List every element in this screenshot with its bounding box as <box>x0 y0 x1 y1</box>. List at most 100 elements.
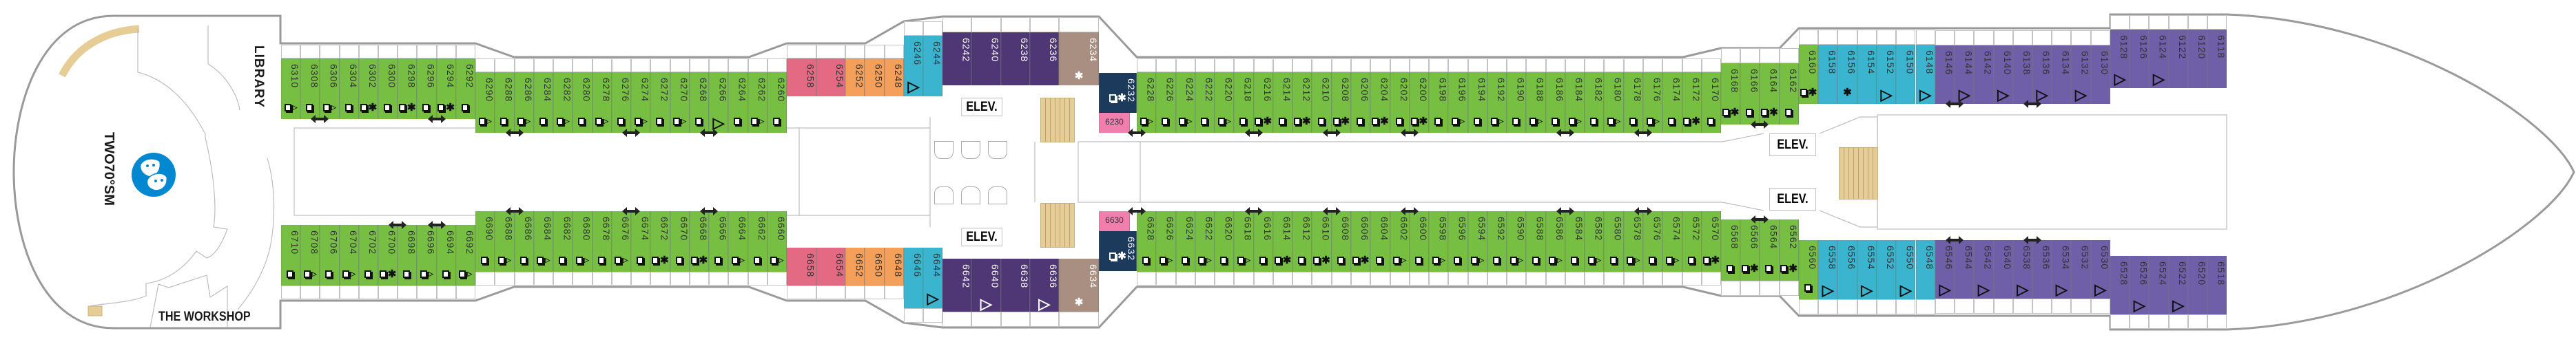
stateroom-6598[interactable]: 6598▷ <box>1429 211 1449 272</box>
stateroom-6208[interactable]: 6208✱ <box>1331 72 1351 133</box>
stateroom-6634[interactable]: 6634✱ <box>1059 259 1099 312</box>
stateroom-6204[interactable]: 6204✱ <box>1370 72 1390 133</box>
stateroom-6286[interactable]: 6286▷ <box>514 72 534 133</box>
stateroom-6258[interactable]: 6258 <box>787 58 816 96</box>
stateroom-6288[interactable]: 6288 <box>495 72 515 133</box>
stateroom-6310[interactable]: 6310▷ <box>281 58 301 119</box>
stateroom-6614[interactable]: 6614✱ <box>1272 211 1293 272</box>
stateroom-6206[interactable]: 6206 <box>1350 72 1371 133</box>
stateroom-6184[interactable]: 6184▷ <box>1565 72 1585 133</box>
stateroom-6704[interactable]: 6704▷ <box>339 225 359 286</box>
stateroom-6242[interactable]: 6242 <box>942 32 972 85</box>
stateroom-6670[interactable]: 6670 <box>670 211 690 272</box>
stateroom-6588[interactable]: 6588 <box>1526 211 1546 272</box>
stateroom-6604[interactable]: 6604 <box>1370 211 1390 272</box>
stateroom-6678[interactable]: 6678 <box>592 211 612 272</box>
stateroom-6236[interactable]: 6236 <box>1029 32 1059 85</box>
stateroom-6658[interactable]: 6658 <box>787 248 816 286</box>
stateroom-6248[interactable]: 6248 <box>884 58 904 96</box>
stateroom-6532[interactable]: 6532 <box>2071 240 2091 299</box>
stateroom-6578[interactable]: 6578▷ <box>1623 211 1644 272</box>
stateroom-6228[interactable]: 6228▷ <box>1137 72 1157 133</box>
stateroom-6522[interactable]: 6522▷ <box>2168 256 2188 314</box>
stateroom-6272[interactable]: 6272 <box>650 72 670 133</box>
stateroom-6130[interactable]: 6130 <box>2090 45 2110 104</box>
stateroom-6210[interactable]: 6210 <box>1312 72 1332 133</box>
stateroom-6696[interactable]: 6696▷ <box>417 225 437 286</box>
stateroom-6186[interactable]: 6186 <box>1545 72 1565 133</box>
stateroom-6306[interactable]: 6306▷ <box>320 58 340 119</box>
stateroom-6182[interactable]: 6182 <box>1585 72 1605 133</box>
stateroom-6268[interactable]: 6268 <box>689 72 709 133</box>
stateroom-6178[interactable]: 6178 <box>1623 72 1644 133</box>
stateroom-6276[interactable]: 6276 <box>611 72 631 133</box>
stateroom-6610[interactable]: 6610✱ <box>1312 211 1332 272</box>
stateroom-6582[interactable]: 6582▷ <box>1585 211 1605 272</box>
stateroom-6294[interactable]: 6294✱ <box>436 58 456 119</box>
stateroom-6128[interactable]: 6128▷ <box>2110 30 2130 88</box>
stateroom-6218[interactable]: 6218 <box>1234 72 1254 133</box>
stateroom-6640[interactable]: 6640▷ <box>971 259 1001 312</box>
stateroom-6590[interactable]: 6590▷ <box>1507 211 1527 272</box>
stateroom-6246[interactable]: 6246▷ <box>904 36 923 96</box>
stateroom-6580[interactable]: 6580 <box>1604 211 1624 272</box>
stateroom-6674[interactable]: 6674 <box>631 211 651 272</box>
stateroom-6686[interactable]: 6686 <box>514 211 534 272</box>
stateroom-6700[interactable]: 6700✱ <box>378 225 398 286</box>
stateroom-6300[interactable]: 6300 <box>378 58 398 119</box>
stateroom-6584[interactable]: 6584 <box>1565 211 1585 272</box>
stateroom-6284[interactable]: 6284 <box>533 72 553 133</box>
stateroom-6260[interactable]: 6260 <box>767 72 787 133</box>
stateroom-6176[interactable]: 6176▷ <box>1643 72 1663 133</box>
stateroom-6556[interactable]: 6556 <box>1837 240 1857 299</box>
stateroom-6240[interactable]: 6240 <box>971 32 1001 85</box>
stateroom-6666[interactable]: 6666 <box>709 211 729 272</box>
stateroom-6254[interactable]: 6254 <box>816 58 845 96</box>
stateroom-6212[interactable]: 6212✱ <box>1292 72 1312 133</box>
stateroom-6196[interactable]: 6196▷ <box>1448 72 1468 133</box>
stateroom-6702[interactable]: 6702 <box>358 225 378 286</box>
stateroom-6234[interactable]: 6234✱ <box>1059 32 1099 85</box>
stateroom-6608[interactable]: 6608 <box>1331 211 1351 272</box>
stateroom-6120[interactable]: 6120 <box>2187 30 2207 88</box>
stateroom-6134[interactable]: 6134 <box>2052 45 2072 104</box>
stateroom-6528[interactable]: 6528 <box>2110 256 2130 314</box>
stateroom-6650[interactable]: 6650 <box>865 248 885 286</box>
stateroom-6524[interactable]: 6524 <box>2149 256 2169 314</box>
stateroom-6308[interactable]: 6308 <box>300 58 320 119</box>
stateroom-6554[interactable]: 6554▷ <box>1857 240 1877 299</box>
stateroom-6132[interactable]: 6132▷ <box>2071 45 2091 104</box>
stateroom-6648[interactable]: 6648 <box>884 248 904 286</box>
stateroom-6250[interactable]: 6250 <box>865 58 885 96</box>
stateroom-6266[interactable]: 6266▷ <box>709 72 729 133</box>
stateroom-6632[interactable]: 6632✱ <box>1099 231 1137 271</box>
stateroom-6200[interactable]: 6200✱ <box>1409 72 1430 133</box>
stateroom-6618[interactable]: 6618▷ <box>1234 211 1254 272</box>
stateroom-6202[interactable]: 6202 <box>1390 72 1410 133</box>
stateroom-6568[interactable]: 6568 <box>1721 219 1741 281</box>
stateroom-6706[interactable]: 6706 <box>320 225 340 286</box>
stateroom-6682[interactable]: 6682 <box>553 211 573 272</box>
stateroom-6118[interactable]: 6118 <box>2207 30 2227 88</box>
stateroom-6654[interactable]: 6654 <box>816 248 845 286</box>
stateroom-6664[interactable]: 6664▷ <box>728 211 748 272</box>
stateroom-6644[interactable]: 6644▷ <box>923 248 942 308</box>
stateroom-6174[interactable]: 6174 <box>1662 72 1682 133</box>
stateroom-6550[interactable]: 6550▷ <box>1896 240 1916 299</box>
stateroom-6562[interactable]: 6562✱ <box>1779 219 1799 281</box>
stateroom-6274[interactable]: 6274▷ <box>631 72 651 133</box>
stateroom-6262[interactable]: 6262▷ <box>748 72 767 133</box>
stateroom-6586[interactable]: 6586▷ <box>1545 211 1565 272</box>
stateroom-6676[interactable]: 6676▷ <box>611 211 631 272</box>
stateroom-6680[interactable]: 6680▷ <box>573 211 593 272</box>
stateroom-6144[interactable]: 6144▷ <box>1955 45 1975 104</box>
stateroom-6154[interactable]: 6154 <box>1857 45 1877 104</box>
stateroom-6660[interactable]: 6660▷ <box>767 211 787 272</box>
stateroom-6684[interactable]: 6684▷ <box>533 211 553 272</box>
stateroom-6628[interactable]: 6628 <box>1137 211 1157 272</box>
stateroom-6636[interactable]: 6636▷ <box>1029 259 1059 312</box>
stateroom-6694[interactable]: 6694 <box>436 225 456 286</box>
stateroom-6302[interactable]: 6302✱ <box>358 58 378 119</box>
stateroom-6518[interactable]: 6518 <box>2207 256 2227 314</box>
stateroom-6662[interactable]: 6662 <box>748 211 767 272</box>
